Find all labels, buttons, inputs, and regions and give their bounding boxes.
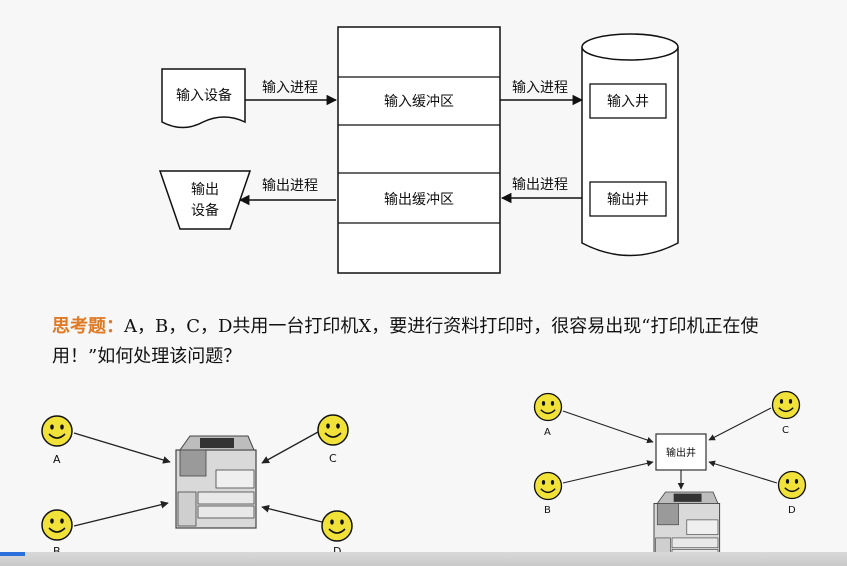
right-user-label-b: B [544,505,551,516]
right-user-label-c: C [782,425,789,436]
left-scene: A B C D [41,414,353,558]
output-well-label: 输出井 [607,192,649,208]
input-device-label: 输入设备 [176,87,232,104]
output-well-box [589,181,667,217]
input-buffer-label: 输入缓冲区 [384,94,454,110]
output-device-label-line1: 输出 [191,182,219,198]
user-label-d: D [333,545,341,558]
right-smiley-icon-c [771,390,801,420]
video-progress-track[interactable] [0,552,847,566]
right-user-label-a: A [544,427,551,438]
user-label-b: B [53,545,61,558]
video-progress-fill [0,552,26,556]
input-process-label-right: 输入进程 [512,80,568,96]
right-scene: 输出井 A B C D [533,390,807,566]
user-label-c: C [329,452,337,465]
disk-cylinder [581,47,679,257]
smiley-icon-d [321,510,353,542]
question-body: A，B，C，D共用一台打印机X，要进行资料打印时，很容易出现“打印机正在使用！”… [52,316,759,367]
output-process-label-left: 输出进程 [262,178,318,194]
input-well-box [589,83,667,119]
question-tag: 思考题： [52,316,124,337]
printer-icon [175,435,257,529]
output-process-label-right: 输出进程 [512,177,568,193]
question-text: 思考题：A，B，C，D共用一台打印机X，要进行资料打印时，很容易出现“打印机正在… [52,312,792,372]
right-smiley-icon-d [777,470,807,500]
smiley-icon-c [317,414,349,446]
smiley-icon-a [41,415,73,447]
right-output-well-label: 输出井 [666,446,696,459]
right-user-label-d: D [788,505,796,516]
buffer-column [337,26,501,274]
smiley-icon-b [41,509,73,541]
output-buffer-label: 输出缓冲区 [384,192,454,208]
output-device-label-line2: 设备 [191,202,219,219]
right-smiley-icon-a [533,392,563,422]
output-device-shape [158,170,252,230]
input-process-label-left: 输入进程 [262,80,318,96]
user-label-a: A [53,453,61,466]
input-well-label: 输入井 [607,94,649,110]
right-smiley-icon-b [533,471,563,501]
input-device-shape [161,68,246,129]
